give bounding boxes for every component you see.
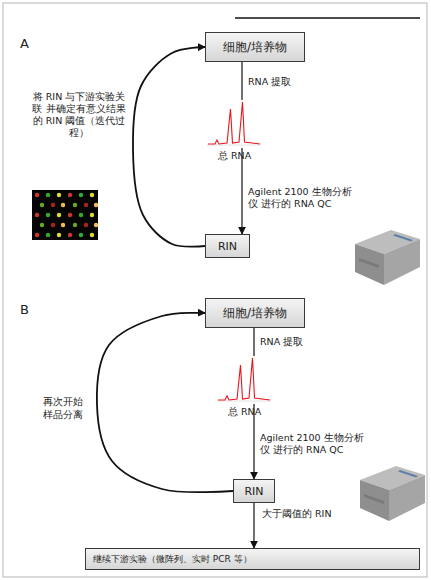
outer-frame bbox=[3, 3, 427, 577]
step-label: Agilent 2100 生物分析仪 进行的 RNA QC bbox=[248, 186, 360, 210]
step-label: RNA 提取 bbox=[248, 76, 291, 88]
node-text: 细胞/培养物 bbox=[223, 305, 287, 322]
microarray-spots bbox=[32, 190, 98, 240]
result-box: RIN bbox=[233, 479, 275, 503]
connector-label: 将 RIN 与下游实验关联 并确定有意义结果的 RIN 阈值（迭代过程） bbox=[30, 91, 128, 139]
header-rule bbox=[235, 17, 420, 18]
step-label: RNA 提取 bbox=[260, 336, 303, 348]
panel-letter: B bbox=[20, 302, 29, 318]
electropherogram bbox=[205, 100, 262, 148]
flow-arrow bbox=[133, 47, 205, 247]
bioanalyzer-instrument bbox=[360, 466, 425, 521]
connector-label: 大于阈值的 RIN bbox=[262, 508, 332, 520]
process-box: 细胞/培养物 bbox=[205, 298, 305, 328]
node-text: RIN bbox=[244, 485, 263, 498]
bioanalyzer-instrument bbox=[355, 230, 420, 285]
node-text: RIN bbox=[218, 240, 237, 253]
microarray-image bbox=[32, 190, 98, 240]
flow-arrow bbox=[97, 313, 233, 492]
panel-letter: A bbox=[20, 36, 29, 52]
result-box: RIN bbox=[205, 234, 250, 258]
node-text: 细胞/培养物 bbox=[223, 39, 287, 56]
downstream-box: 继续下游实验（微阵列、实时 PCR 等） bbox=[85, 548, 420, 570]
connector-label: 再次开始 样品分离 bbox=[38, 396, 88, 421]
electropherogram bbox=[215, 356, 272, 404]
step-label: 总 RNA bbox=[218, 150, 251, 162]
step-label: 总 RNA bbox=[228, 406, 261, 418]
process-box: 细胞/培养物 bbox=[205, 32, 305, 62]
node-text: 继续下游实验（微阵列、实时 PCR 等） bbox=[93, 553, 252, 566]
step-label: Agilent 2100 生物分析仪 进行的 RNA QC bbox=[260, 432, 372, 456]
flow-arrow bbox=[253, 503, 254, 548]
